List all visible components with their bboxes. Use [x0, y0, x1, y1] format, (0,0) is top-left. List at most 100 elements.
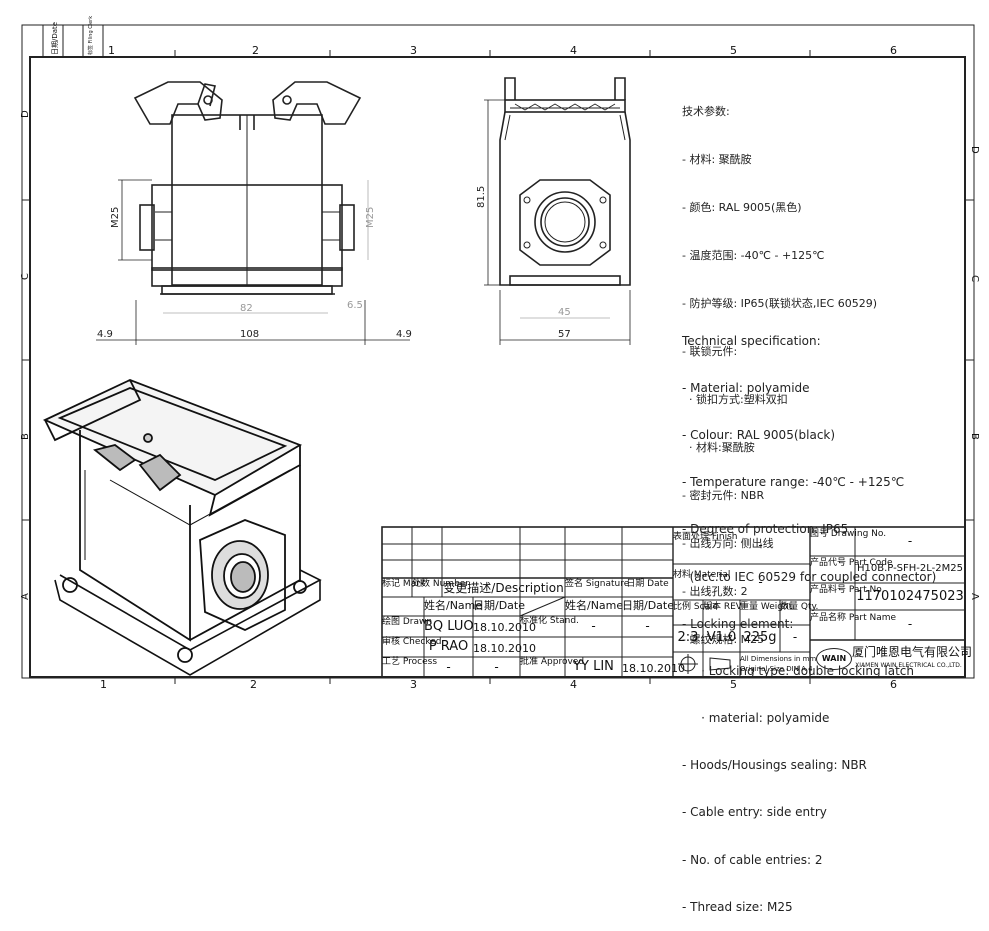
tb-weight: 重量 Weight [740, 602, 793, 612]
tb-description: 变更描述/Description [443, 581, 564, 595]
dim-6-5: 6.5 [347, 300, 363, 311]
tb-drawn-date: 18.10.2010 [473, 621, 536, 634]
spec-en-line: - No. of cable entries: 2 [682, 852, 823, 867]
tb-material: 材料 Material [673, 570, 731, 580]
row-label-c-right: C [969, 275, 980, 282]
spec-cn-line: - 联锁元件: [682, 345, 738, 359]
tb-part-code-val: H10B.P-SFH-2L-2M25 [856, 563, 963, 574]
col-label-3: 3 [410, 44, 417, 57]
tb-approved-date: 18.10.2010 [622, 662, 685, 675]
col-label-6-bottom: 6 [890, 678, 897, 691]
front-view [133, 81, 362, 295]
isometric-view [42, 379, 322, 676]
row-label-b: B [20, 433, 31, 440]
tb-rev-val: V1.0 [706, 630, 737, 645]
tb-drawn: 绘图 Drawn [382, 617, 433, 627]
dim-108: 108 [240, 329, 259, 340]
spec-en-line: - Temperature range: -40℃ - +125℃ [682, 475, 905, 490]
tb-scale-val: 2:3 [677, 630, 699, 645]
row-label-d: D [20, 110, 31, 118]
dim-4-9-left: 4.9 [97, 329, 113, 340]
corner-clerk-label: 标签 Filing Clerk [87, 16, 94, 55]
spec-cn-line: - 材料: 聚酰胺 [682, 153, 752, 167]
spec-cn-line: - 温度范围: -40℃ - +125℃ [682, 249, 825, 263]
tb-approved-name: YY LIN [573, 659, 614, 674]
dim-82: 82 [240, 303, 253, 314]
dim-m25-left: M25 [110, 207, 121, 228]
spec-cn-block: 技术参数: - 材料: 聚酰胺 - 颜色: RAL 9005(黑色) - 温度范… [682, 72, 877, 664]
dim-81-5: 81.5 [476, 186, 487, 208]
spec-en-line: - Material: polyamide [682, 380, 810, 395]
tb-number: 处数 Number [412, 579, 470, 589]
tb-process: 工艺 Process [382, 657, 438, 667]
tb-part-name: 产品名称 Part Name [810, 613, 897, 623]
tb-checked-date: 18.10.2010 [473, 642, 536, 655]
side-view [499, 77, 631, 286]
col-label-5-bottom: 5 [730, 678, 737, 691]
spec-en-line: - Cable entry: side entry [682, 805, 827, 820]
tb-checked: 审核 Checked [382, 637, 442, 647]
tb-stand-dash: - [591, 619, 596, 633]
spec-en-line: - Colour: RAL 9005(black) [682, 427, 836, 442]
tb-drawing-no-val: - [907, 534, 913, 548]
spec-cn-line: · 材料:聚酰胺 [682, 441, 755, 455]
tb-finish: 表面处理 Finish [673, 532, 738, 542]
tb-drawn-name: BQ LUO [424, 619, 474, 634]
tb-signature: 签名 Signature [565, 579, 630, 589]
tb-date-header: 日期 Date [626, 579, 669, 589]
spec-en-title: Technical specification: [682, 333, 821, 348]
tb-part-name-val: - [907, 617, 913, 631]
col-label-5: 5 [730, 44, 737, 57]
tb-stand: 标准化 Stand. [520, 616, 579, 626]
corner-date-label: 日期/Date [51, 22, 59, 55]
tb-name-header-3: 姓名/Name [565, 599, 624, 612]
tb-mark: 标记 Mark [382, 579, 426, 589]
company-name-en: XIAMEN WAIN ELECTRICAL CO.,LTD. [855, 662, 962, 669]
tb-stand-date-dash: - [645, 619, 650, 633]
tb-approved: 批准 Approved [520, 657, 585, 667]
spec-cn-line: · 锁扣方式:塑料双扣 [682, 393, 788, 407]
col-label-2: 2 [252, 44, 259, 57]
row-label-c: C [20, 273, 31, 280]
tb-dims-note-1: All Dimensions in mm [740, 655, 817, 663]
tb-dims-note-2: Original Size DIN A 4 [740, 665, 813, 673]
dim-m25-right: M25 [365, 207, 376, 228]
tb-weight-val: 225g [743, 630, 777, 645]
spec-cn-line: - 颜色: RAL 9005(黑色) [682, 201, 802, 215]
dim-45: 45 [558, 307, 571, 318]
row-label-b-right: B [969, 433, 980, 440]
tb-drawing-no: 图号 Drawing No. [810, 529, 887, 539]
drawing-sheet: 日期/Date 标签 Filing Clerk 1 2 3 4 5 6 1 2 … [20, 16, 980, 691]
company-name-cn: 厦门唯恩电气有限公司 [852, 645, 973, 659]
col-label-1: 1 [108, 44, 115, 57]
spec-en-line: · material: polyamide [682, 711, 830, 726]
tb-qty-val: - [792, 630, 798, 644]
col-label-2-bottom: 2 [250, 678, 257, 691]
tb-part-code: 产品代号 Part Code [810, 558, 893, 568]
row-label-a-right: A [969, 593, 980, 600]
tb-part-no: 产品料号 Part No. [810, 585, 885, 595]
tb-qty: 数量 Qty. [780, 602, 819, 612]
tb-finish-val: - [758, 538, 763, 552]
col-label-4-bottom: 4 [570, 678, 577, 691]
tb-part-no-val: 1170102475023 [856, 589, 964, 604]
spec-en-line: - Thread size: M25 [682, 899, 793, 914]
dim-57: 57 [558, 329, 571, 340]
tb-date-header-2: 日期/Date [473, 599, 525, 612]
row-label-a: A [20, 593, 31, 600]
row-label-d-right: D [969, 146, 980, 154]
tb-rev: 版本 REV. [703, 602, 744, 612]
spec-cn-title: 技术参数: [682, 105, 730, 119]
tb-process-date-dash: - [494, 660, 499, 674]
company-logo: WAIN [816, 648, 852, 670]
col-label-3-bottom: 3 [410, 678, 417, 691]
dim-4-9-right: 4.9 [396, 329, 412, 340]
col-label-4: 4 [570, 44, 577, 57]
tb-material-val: - [758, 575, 763, 589]
col-label-1-bottom: 1 [100, 678, 107, 691]
tb-process-name-dash: - [446, 660, 451, 674]
tb-name-header: 姓名/Name [424, 599, 483, 612]
spec-cn-line: - 密封元件: NBR [682, 489, 765, 503]
spec-en-line: - Hoods/Housings sealing: NBR [682, 758, 867, 773]
tb-scale: 比例 Scale [673, 602, 719, 612]
